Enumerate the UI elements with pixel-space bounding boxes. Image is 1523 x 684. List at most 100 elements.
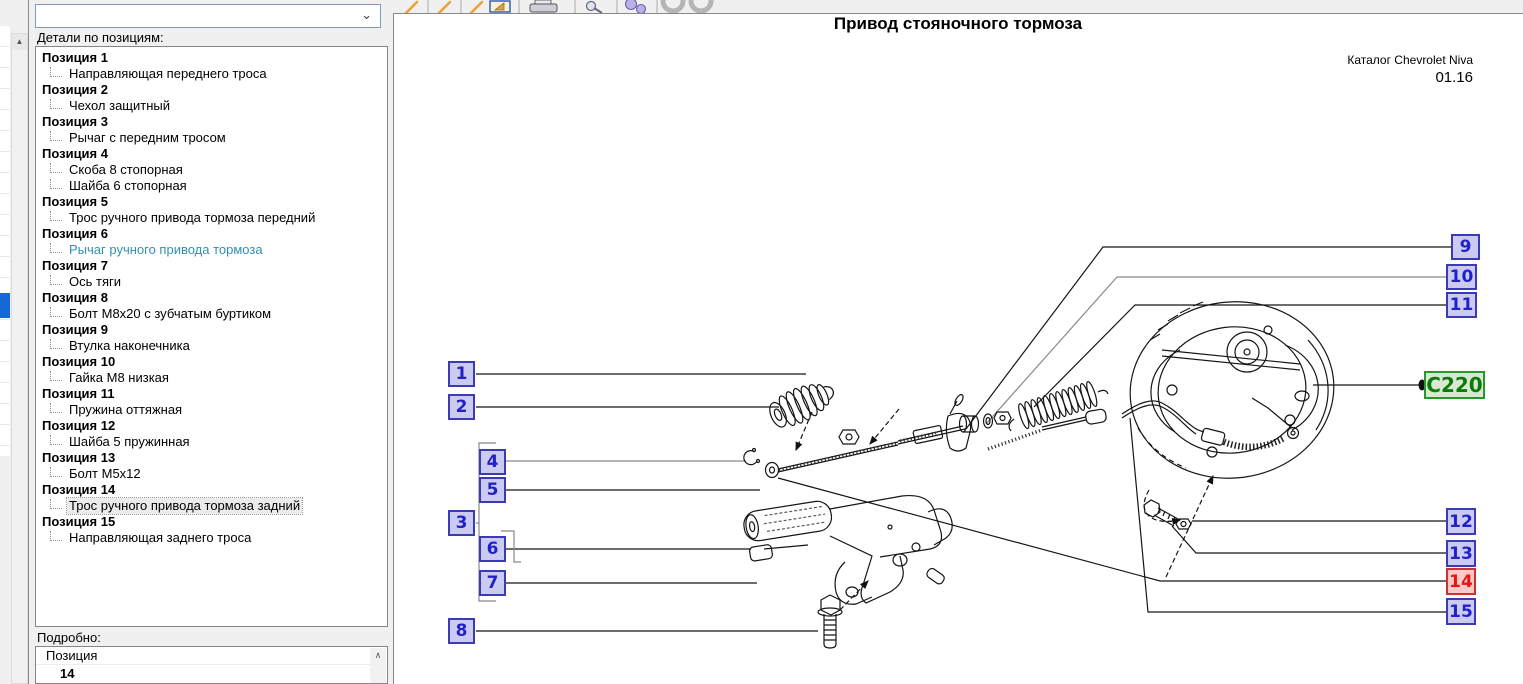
part-label: Трос ручного привода тормоза передний (69, 210, 316, 225)
part-item[interactable]: Скоба 8 стопорная (36, 162, 387, 178)
callout-3[interactable]: 3 (448, 510, 475, 536)
details-header: Позиция (36, 647, 387, 665)
scroll-up-icon[interactable]: ∧ (374, 650, 382, 660)
tree-branch-icon (50, 242, 62, 253)
tree-branch-icon (50, 274, 62, 285)
callout-1[interactable]: 1 (448, 361, 475, 387)
position-header[interactable]: Позиция 4 (42, 146, 108, 161)
callout-12[interactable]: 12 (1446, 508, 1476, 535)
part-item[interactable]: Шайба 6 стопорная (36, 178, 387, 194)
part-label: Трос ручного привода тормоза задний (65, 497, 304, 515)
position-header[interactable]: Позиция 10 (42, 354, 116, 369)
chevron-down-icon[interactable]: ⌄ (361, 7, 372, 22)
position-header[interactable]: Позиция 13 (42, 450, 116, 465)
back-circle-icon[interactable] (660, 0, 686, 13)
part-item[interactable]: Направляющая заднего троса (36, 530, 387, 546)
part-item[interactable]: Трос ручного привода тормоза задний (36, 497, 387, 515)
callout-4[interactable]: 4 (479, 449, 506, 475)
group-combobox[interactable]: ⌄ (35, 4, 381, 28)
tree-branch-icon (50, 98, 62, 109)
callout-8[interactable]: 8 (448, 618, 475, 644)
edit-icon[interactable] (404, 0, 419, 13)
fit-area-icon[interactable] (489, 0, 511, 13)
part-item[interactable]: Чехол защитный (36, 98, 387, 114)
callout-2[interactable]: 2 (448, 394, 475, 420)
details-row[interactable]: 14 (60, 666, 75, 681)
part-label: Втулка наконечника (69, 338, 190, 353)
position-header[interactable]: Позиция 1 (42, 50, 108, 65)
part-item[interactable]: Пружина оттяжная (36, 402, 387, 418)
panel-divider (28, 0, 29, 684)
position-header[interactable]: Позиция 3 (42, 114, 108, 129)
part-item[interactable]: Ось тяги (36, 274, 387, 290)
tree-branch-icon (50, 338, 62, 349)
tree-branch-icon (50, 498, 62, 509)
position-header[interactable]: Позиция 5 (42, 194, 108, 209)
part-item[interactable]: Гайка М8 низкая (36, 370, 387, 386)
tree-branch-icon (50, 210, 62, 221)
tree-branch-icon (50, 306, 62, 317)
tree-branch-icon (50, 434, 62, 445)
position-header[interactable]: Позиция 2 (42, 82, 108, 97)
zoom-select-icon[interactable] (469, 0, 484, 13)
part-item[interactable]: Рычаг ручного привода тормоза (36, 242, 387, 258)
background-list-scrollbar[interactable]: ▲ (11, 33, 28, 684)
part-label: Рычаг с передним тросом (69, 130, 226, 145)
callout-6[interactable]: 6 (479, 536, 506, 562)
part-item[interactable]: Трос ручного привода тормоза передний (36, 210, 387, 226)
settings-gears-icon[interactable] (624, 0, 647, 13)
part-item[interactable]: Болт М5х12 (36, 466, 387, 482)
part-item[interactable]: Направляющая переднего троса (36, 66, 387, 82)
position-header[interactable]: Позиция 11 (42, 386, 115, 401)
edit-2-icon[interactable] (437, 0, 452, 13)
details-scrollbar[interactable]: ∧ (370, 648, 386, 683)
callout-11[interactable]: 11 (1446, 292, 1477, 318)
catalog-name: Каталог Chevrolet Niva (1347, 53, 1473, 67)
background-list-selected-row[interactable] (0, 293, 10, 318)
part-label: Пружина оттяжная (69, 402, 183, 417)
details-rows: 14 (36, 665, 387, 682)
callout-13[interactable]: 13 (1446, 540, 1476, 567)
position-header[interactable]: Позиция 14 (42, 482, 116, 497)
part-label: Рычаг ручного привода тормоза (69, 242, 263, 257)
callout-7[interactable]: 7 (479, 570, 506, 596)
details-caption: Подробно: (37, 630, 101, 645)
print-icon[interactable] (529, 0, 558, 13)
tree-branch-icon (50, 530, 62, 541)
details-list: Позиция 14 ∧ (35, 646, 388, 684)
part-label: Гайка М8 низкая (69, 370, 169, 385)
tree-branch-icon (50, 178, 62, 189)
tree-branch-icon (50, 466, 62, 477)
scroll-up-icon[interactable]: ▲ (12, 34, 27, 50)
part-label: Болт М8х20 с зубчатым буртиком (69, 306, 272, 321)
position-header[interactable]: Позиция 6 (42, 226, 108, 241)
position-header[interactable]: Позиция 15 (42, 514, 116, 529)
part-item[interactable]: Болт М8х20 с зубчатым буртиком (36, 306, 387, 322)
part-item[interactable]: Рычаг с передним тросом (36, 130, 387, 146)
callout-9[interactable]: 9 (1451, 234, 1480, 260)
tools-icon[interactable] (585, 0, 603, 14)
callout-15[interactable]: 15 (1446, 598, 1476, 625)
position-header[interactable]: Позиция 8 (42, 290, 108, 305)
position-header[interactable]: Позиция 9 (42, 322, 108, 337)
part-label: Болт М5х12 (69, 466, 141, 481)
part-label: Направляющая заднего троса (69, 530, 252, 545)
callout-14[interactable]: 14 (1446, 568, 1476, 595)
callout-5[interactable]: 5 (479, 477, 506, 503)
part-label: Шайба 5 пружинная (69, 434, 190, 449)
background-list-rows (0, 26, 10, 456)
part-label: Чехол защитный (69, 98, 170, 113)
callout-10[interactable]: 10 (1446, 264, 1477, 290)
part-label: Скоба 8 стопорная (69, 162, 183, 177)
part-item[interactable]: Шайба 5 пружинная (36, 434, 387, 450)
callout-C220[interactable]: C220 (1424, 371, 1485, 399)
tree-branch-icon (50, 130, 62, 141)
forward-circle-icon[interactable] (688, 0, 714, 13)
position-header[interactable]: Позиция 7 (42, 258, 108, 273)
part-label: Шайба 6 стопорная (69, 178, 187, 193)
part-item[interactable]: Втулка наконечника (36, 338, 387, 354)
tree-branch-icon (50, 402, 62, 413)
position-header[interactable]: Позиция 12 (42, 418, 116, 433)
